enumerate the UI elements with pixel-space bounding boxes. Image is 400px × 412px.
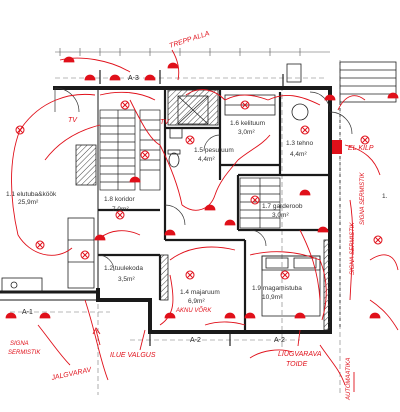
room-1-5-area: 4,4m²: [198, 156, 215, 163]
room-1-5-name: 1.5 pesuruum: [194, 147, 234, 154]
room-1-8-area: 7,0m²: [112, 206, 129, 213]
room-1-6-area: 3,0m²: [238, 129, 255, 136]
note-liugvarava-2: TOIDE: [286, 361, 308, 368]
room-1-x-name: 1.: [382, 193, 388, 200]
top-dimension-ticks: [55, 48, 330, 56]
note-el-kilp: EL KILP: [348, 145, 374, 152]
note-ilue-valgus: ILUE VALGUS: [110, 352, 156, 359]
wiring-lines: [11, 49, 399, 386]
room-1-1-name: 1.1 elutuba&köök: [6, 191, 57, 198]
room-1-9-name: 1.9 magamistuba: [252, 285, 302, 292]
room-1-6-name: 1.6 kelituum: [230, 120, 265, 127]
note-jalgvarav: JALGVARAV: [50, 366, 93, 382]
room-1-3-area: 4,4m²: [290, 151, 307, 158]
room-1-9-area: 10,9m²: [262, 294, 283, 301]
left-staircase: [99, 109, 161, 191]
center-staircase: [239, 177, 281, 229]
note-signa-right: SIGNA SERMISTIK: [350, 222, 356, 275]
axis-label-a2-right: A-2: [274, 337, 285, 344]
handwritten-annotations: TREPP ALLA TV TV EL KILP SIGNA SERMISTIK…: [8, 30, 374, 401]
electric-panel: [332, 140, 342, 154]
axis-label-a2-left: A-2: [190, 337, 201, 344]
note-trepp-alla: TREPP ALLA: [168, 30, 210, 50]
note-signa-far: SIGNA SERMISTIK: [360, 172, 366, 225]
axis-label-a3: A-3: [128, 75, 139, 82]
note-aknu-vork: AKNU VÕRK: [175, 307, 212, 314]
room-1-7-name: 1.7 garderoob: [262, 203, 303, 210]
room-1-3-name: 1.3 tehno: [286, 140, 313, 147]
room-1-8-name: 1.8 koridor: [104, 196, 136, 203]
room-1-2-name: 1.2 tuulekoda: [104, 265, 143, 272]
note-tv-left: TV: [68, 117, 78, 124]
electrical-symbols: [15, 100, 383, 280]
note-signa-left-1: SIGNA: [10, 341, 29, 347]
room-1-4-name: 1.4 majaruum: [180, 289, 220, 296]
note-tv-mid: TV: [160, 119, 170, 126]
room-1-1-area: 25,9m²: [18, 199, 39, 206]
room-labels: 1.1 elutuba&köök 25,9m² 1.2 tuulekoda 3,…: [6, 120, 388, 305]
outlet-symbols: [5, 56, 399, 319]
fixtures: [1, 63, 321, 317]
axis-label-a1: A-1: [22, 309, 33, 316]
note-automaatika: AUTOMAATIKA: [346, 358, 352, 401]
room-1-4-area: 6,9m²: [188, 298, 205, 305]
note-liugvarava-1: LIUGVARAVA: [278, 351, 322, 358]
annotation-arrows: [92, 327, 355, 392]
note-signa-left-2: SERMISTIK: [8, 350, 41, 356]
right-terrace: [339, 61, 397, 330]
room-1-7-area: 3,0m²: [272, 212, 289, 219]
room-1-2-area: 3,5m²: [118, 276, 135, 283]
